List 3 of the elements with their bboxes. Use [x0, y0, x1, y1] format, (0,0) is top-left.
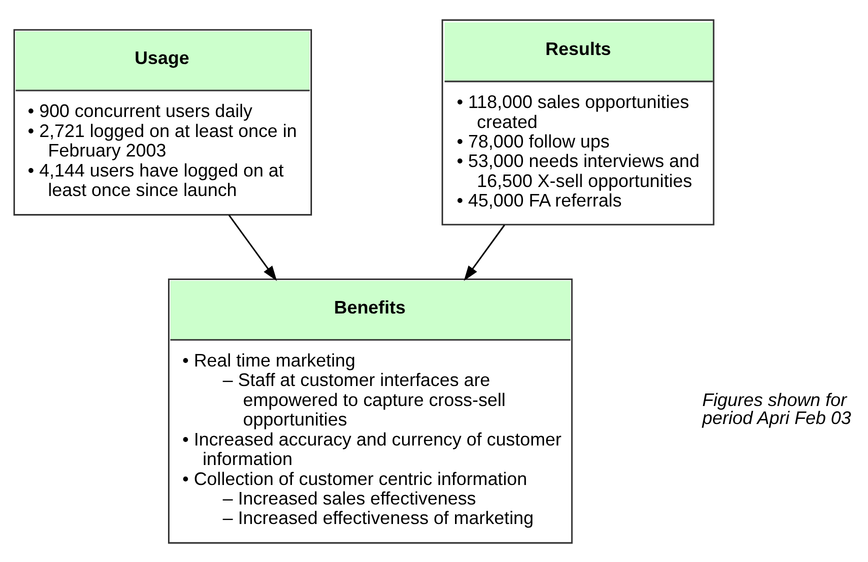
label: Figures shown for period Apri Feb 03: [702, 389, 852, 428]
arrow: [228, 214, 277, 281]
arrow: [464, 224, 506, 280]
